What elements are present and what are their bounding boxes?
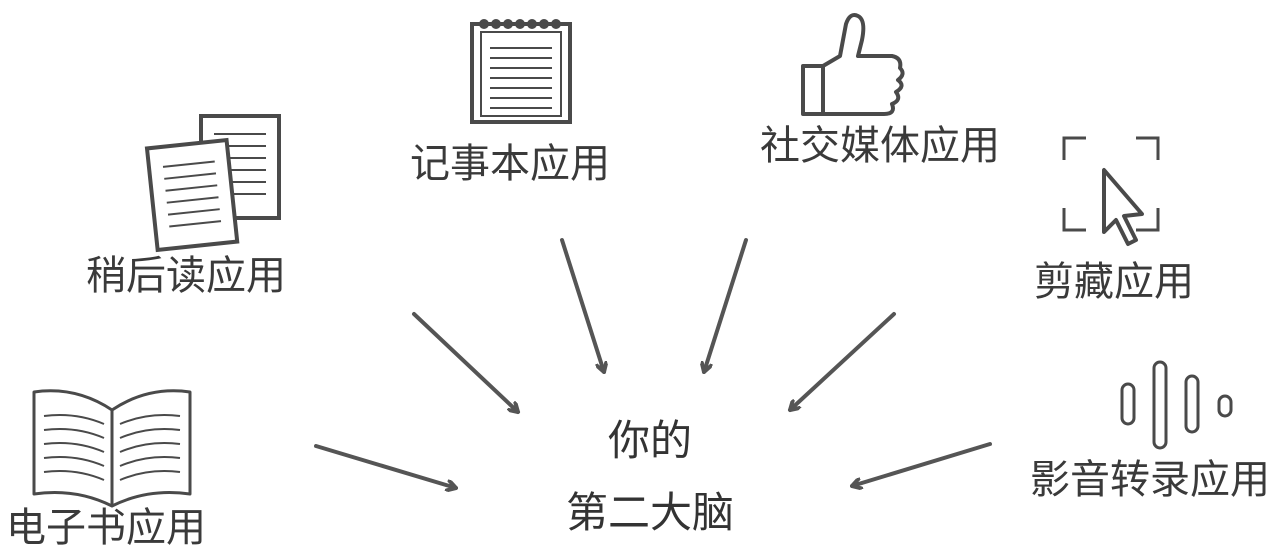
arrow-notepad	[560, 238, 604, 374]
center-title-line1: 你的	[607, 416, 692, 465]
arrow-ebook	[314, 444, 458, 488]
thumbs-up-icon	[801, 13, 905, 116]
notepad-icon	[470, 19, 572, 124]
center-title-line2: 第二大脑	[565, 488, 734, 537]
open-book-icon	[32, 389, 192, 508]
documents-icon	[144, 114, 281, 253]
social-media-app-label: 社交媒体应用	[760, 123, 1000, 169]
ebook-app-label: 电子书应用	[6, 505, 206, 551]
read-later-app-label: 稍后读应用	[86, 253, 286, 299]
notepad-app-label: 记事本应用	[410, 141, 610, 187]
screen-capture-cursor-icon	[1062, 136, 1160, 246]
clipping-app-label: 剪藏应用	[1034, 259, 1194, 305]
arrows	[314, 238, 992, 488]
audio-waveform-icon	[1120, 360, 1233, 450]
arrow-clipping	[788, 312, 896, 412]
arrow-transcription	[850, 442, 992, 486]
arrow-read-later	[412, 312, 520, 414]
arrow-social	[704, 238, 748, 374]
transcription-app-label: 影音转录应用	[1030, 457, 1270, 503]
